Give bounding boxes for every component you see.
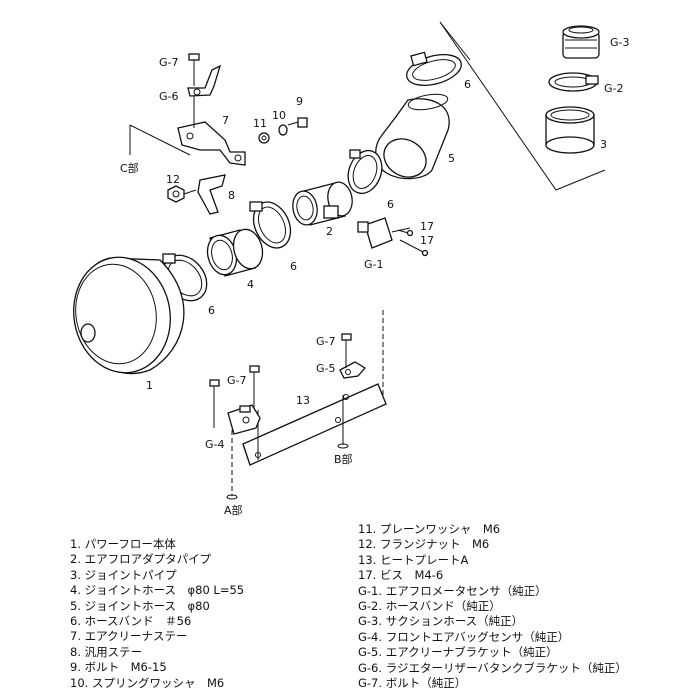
callout-8: 8 — [228, 189, 235, 202]
bolt-g7-top — [188, 53, 200, 86]
hose-band-6-left — [249, 201, 292, 249]
callout-11: 11 — [253, 117, 267, 130]
legend-item: 13. ヒートプレートA — [358, 552, 469, 567]
callout-6-top: 6 — [464, 78, 471, 91]
power-flow-body-1 — [73, 256, 185, 375]
callout-3: 3 — [600, 138, 607, 151]
legend-left: 1. パワーフロー本体 2. エアフロアダプタパイプ 3. ジョイントパイプ 4… — [70, 537, 244, 691]
a-part-marker — [226, 494, 238, 500]
legend-item: G-2. ホースバンド（純正） — [358, 598, 501, 613]
joint-hose-5 — [374, 93, 450, 180]
callout-g1: G-1 — [364, 258, 384, 271]
joint-pipe-3 — [545, 106, 595, 154]
joint-hose-4 — [206, 228, 264, 277]
callout-2: 2 — [326, 225, 333, 238]
flange-nut-12 — [167, 185, 197, 203]
legend-item: G-7. ボルト（純正） — [358, 675, 467, 690]
callout-10: 10 — [272, 109, 286, 122]
front-airbag-sensor-g4 — [227, 404, 261, 435]
bolt-9 — [287, 117, 308, 128]
callout-6-bottom: 6 — [208, 304, 215, 317]
callout-b-part: B部 — [334, 452, 353, 466]
legend-item: G-6. ラジエターリザーバタンクブラケット（純正） — [358, 660, 627, 675]
legend-item: G-5. エアクリーナブラケット（純正） — [358, 645, 558, 660]
legend-item: 3. ジョイントパイプ — [70, 567, 177, 582]
legend-item: 9. ボルト M6-15 — [70, 660, 167, 675]
bolt-g7-right — [341, 333, 352, 368]
callout-a-part: A部 — [224, 503, 243, 517]
callout-1: 1 — [146, 379, 153, 392]
spring-washer-10 — [278, 124, 288, 136]
legend-item: 6. ホースバンド ＃56 — [70, 613, 192, 628]
callout-17-a: 17 — [420, 220, 434, 233]
air-cleaner-stay-7 — [177, 121, 246, 166]
legend-item: 10. スプリングワッシャ M6 — [70, 675, 225, 690]
legend-right: 11. プレーンワッシャ M6 12. フランジナット M6 13. ヒートプレ… — [358, 522, 627, 691]
callout-12: 12 — [166, 173, 180, 186]
inset-leader — [439, 21, 471, 61]
callout-g5: G-5 — [316, 362, 336, 375]
callout-7: 7 — [222, 114, 229, 127]
hose-band-6-top — [406, 51, 462, 86]
callout-g4: G-4 — [205, 438, 225, 451]
inset-bracket-line — [439, 21, 606, 191]
callout-9: 9 — [296, 95, 303, 108]
legend-item: G-4. フロントエアバッグセンサ（純正） — [358, 629, 570, 644]
legend-item: 8. 汎用ステー — [70, 644, 143, 659]
c-part-leader — [129, 124, 191, 156]
heat-plate-13 — [242, 383, 387, 466]
callout-g2: G-2 — [604, 82, 624, 95]
callout-c-part: C部 — [120, 161, 139, 175]
callout-g7-top: G-7 — [159, 56, 179, 69]
callout-17-b: 17 — [420, 234, 434, 247]
legend-item: G-3. サクションホース（純正） — [358, 614, 524, 629]
legend-item: 12. フランジナット M6 — [358, 537, 490, 552]
callout-g3: G-3 — [610, 36, 630, 49]
callout-6-mid: 6 — [387, 198, 394, 211]
callout-5: 5 — [448, 152, 455, 165]
air-flow-meter-sensor-g1 — [357, 217, 411, 249]
hose-band-6-mid — [347, 149, 383, 195]
suction-hose-g3 — [562, 25, 600, 59]
plain-washer-11 — [258, 132, 270, 144]
callout-6-left: 6 — [290, 260, 297, 273]
callout-13: 13 — [296, 394, 310, 407]
legend-item: 2. エアフロアダプタパイプ — [70, 552, 212, 567]
legend-item: G-1. エアフロメータセンサ（純正） — [358, 583, 547, 598]
legend-item: 11. プレーンワッシャ M6 — [358, 522, 501, 536]
legend-item: 4. ジョイントホース φ80 L=55 — [70, 583, 245, 598]
callout-g7-left: G-7 — [227, 374, 247, 387]
screw-17 — [397, 229, 429, 257]
callout-4: 4 — [247, 278, 254, 291]
bolt-g7-left — [209, 365, 260, 428]
callout-g7-right: G-7 — [316, 335, 336, 348]
callout-g6: G-6 — [159, 90, 179, 103]
air-flow-adapter-pipe-2 — [292, 181, 353, 226]
legend-item: 5. ジョイントホース φ80 — [70, 598, 210, 613]
air-cleaner-bracket-g5 — [339, 361, 367, 379]
universal-stay-8 — [197, 174, 226, 215]
reservoir-tank-bracket-g6 — [187, 64, 222, 97]
legend-item: 7. エアクリーナステー — [70, 629, 188, 644]
hose-band-g2 — [548, 72, 599, 92]
b-part-marker — [337, 443, 349, 449]
legend-item: 17. ビス M4-6 — [358, 568, 444, 583]
legend-item: 1. パワーフロー本体 — [70, 537, 176, 551]
